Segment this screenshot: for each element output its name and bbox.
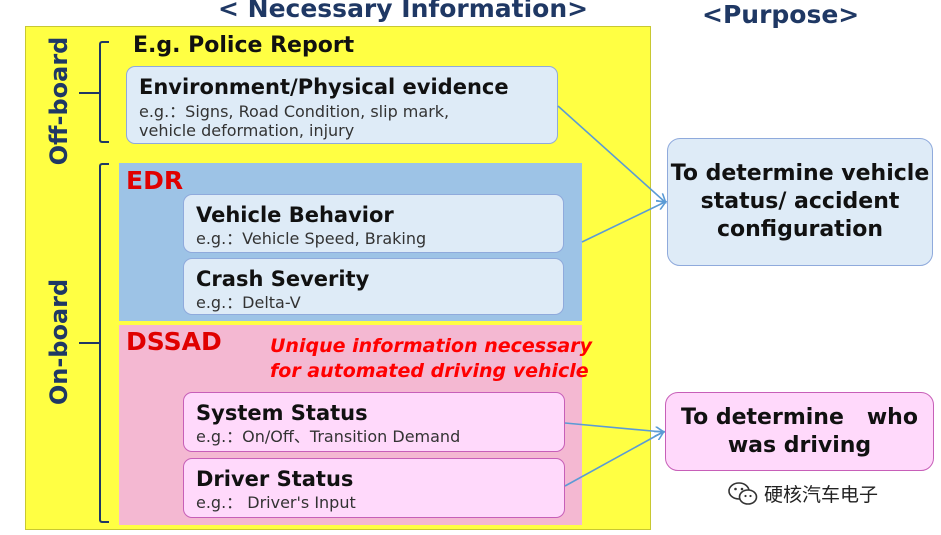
environment-evidence-box: Environment/Physical evidence e.g.：Signs… (126, 66, 558, 144)
environment-evidence-line1: e.g.：Signs, Road Condition, slip mark, (139, 102, 450, 121)
system-status-title: System Status (196, 401, 368, 425)
environment-evidence-line2: vehicle deformation, injury (139, 121, 355, 140)
purpose-vehicle-status-box: To determine vehicle status/ accident co… (667, 138, 933, 266)
onboard-bracket (99, 163, 109, 523)
driver-status-box: Driver Status e.g.： Driver's Input (183, 458, 565, 518)
offboard-label: Off-board (45, 36, 73, 166)
purpose-vehicle-status-line1: To determine vehicle (670, 161, 930, 186)
police-report-title: E.g. Police Report (133, 33, 355, 58)
dssad-unique-note-line2: for automated driving vehicle (270, 360, 589, 382)
driver-status-sub: e.g.： Driver's Input (196, 493, 356, 512)
purpose-who-driving-line2: was driving (727, 432, 872, 458)
offboard-bracket-tick (79, 92, 99, 94)
dssad-unique-note-line1: Unique information necessary (270, 335, 592, 357)
onboard-bracket-tick (79, 342, 99, 344)
purpose-vehicle-status-line2: status/ accident (700, 189, 900, 214)
crash-severity-sub: e.g.：Delta-V (196, 293, 301, 312)
driver-status-title: Driver Status (196, 467, 354, 491)
purpose-header: <Purpose> (702, 0, 860, 29)
system-status-sub: e.g.：On/Off、Transition Demand (196, 427, 461, 446)
necessary-info-header: < Necessary Information> (218, 0, 589, 23)
onboard-label: On-board (45, 278, 73, 406)
system-status-box: System Status e.g.：On/Off、Transition Dem… (183, 392, 565, 452)
watermark-text: 硬核汽车电子 (764, 484, 879, 506)
purpose-vehicle-status-line3: configuration (716, 217, 884, 242)
purpose-who-driving-line1: To determine who (681, 404, 918, 430)
offboard-bracket (99, 41, 109, 143)
environment-evidence-title: Environment/Physical evidence (139, 75, 509, 99)
purpose-who-driving-box: To determine who was driving (665, 392, 934, 471)
dssad-title: DSSAD (126, 327, 222, 356)
vehicle-behavior-box: Vehicle Behavior e.g.：Vehicle Speed, Bra… (183, 194, 564, 253)
edr-title: EDR (126, 166, 184, 195)
crash-severity-box: Crash Severity e.g.：Delta-V (183, 258, 564, 315)
vehicle-behavior-title: Vehicle Behavior (196, 203, 394, 227)
watermark: 硬核汽车电子 (728, 480, 878, 507)
vehicle-behavior-sub: e.g.：Vehicle Speed, Braking (196, 229, 427, 248)
dssad-unique-note: Unique information necessary for automat… (270, 334, 592, 384)
crash-severity-title: Crash Severity (196, 267, 370, 291)
wechat-icon (728, 481, 758, 505)
